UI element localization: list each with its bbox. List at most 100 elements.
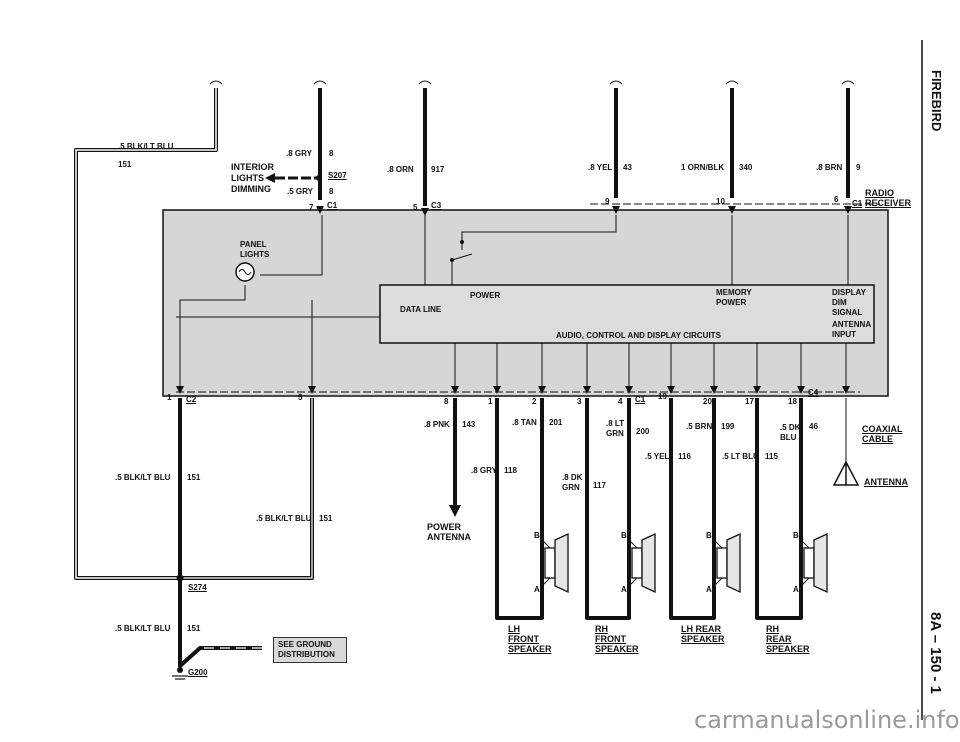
antenna-symbol (832, 460, 860, 486)
rh-rear-spk-b (800, 539, 810, 549)
w-orn-gauge: .8 ORN (387, 165, 414, 174)
pin-c4-20: 20 (703, 397, 712, 406)
wire-151-outline (75, 88, 217, 579)
wire-lh-rear (669, 398, 716, 620)
c4-pin19-arrow (667, 386, 675, 394)
pin-c4-2: 2 (532, 397, 537, 406)
power-antenna-label: POWER ANTENNA (427, 522, 471, 542)
w-brn-gauge: .8 BRN (816, 163, 843, 172)
c4-pin2-arrow (538, 386, 546, 394)
rh-rear-speaker (803, 532, 828, 594)
w-blk-top-circuit: 151 (118, 160, 132, 169)
pin-c4-18: 18 (788, 397, 797, 406)
wire-ground (178, 640, 262, 668)
circuits-box (379, 284, 875, 344)
page-number: 8A – 150 - 1 (927, 612, 944, 694)
wire-lh-front (495, 398, 544, 620)
w-dkblu-circuit: 46 (809, 422, 818, 431)
top-wire-cap-6 (841, 80, 855, 85)
w-ltblu-gauge: .5 LT BLU (722, 452, 759, 461)
pin-c3-5: 5 (413, 203, 418, 212)
lh-front-spk-a (541, 577, 551, 587)
lh-rear-spk-a (713, 577, 723, 587)
lh-front-a: A (534, 585, 540, 594)
w-orn-circuit: 917 (431, 165, 445, 174)
w-brn-199-circuit: 199 (721, 422, 735, 431)
rh-front-speaker (631, 532, 656, 594)
c2-pin5-arrow (308, 386, 316, 394)
circuits-label: AUDIO, CONTROL AND DISPLAY CIRCUITS (556, 331, 721, 340)
switch-blade (451, 253, 473, 261)
w-blk-bot-gauge: .5 BLK/LT BLU (115, 624, 171, 633)
s274-label: S274 (188, 583, 207, 592)
lh-front-speaker (544, 532, 569, 594)
antenna-input-label: ANTENNA INPUT (832, 320, 871, 339)
top-wire-cap-5 (725, 80, 739, 85)
pin-c4-1: 1 (488, 397, 493, 406)
c4-pin4-arrow (625, 386, 633, 394)
antenna-label: ANTENNA (864, 477, 908, 487)
lh-rear-speaker-label: LH REAR SPEAKER (681, 624, 725, 644)
pin-c2-5: 5 (298, 393, 303, 402)
w-pnk-gauge: .8 PNK (424, 420, 450, 429)
top-wire-cap-3 (418, 80, 432, 85)
data-line-label: DATA LINE (400, 305, 442, 314)
see-ground-callout[interactable]: SEE GROUND DISTRIBUTION (273, 637, 347, 663)
w-gry-118-gauge: .8 GRY (471, 466, 497, 475)
lh-front-speaker-label: LH FRONT SPEAKER (508, 624, 552, 654)
w-brn-199-gauge: .5 BRN (686, 422, 713, 431)
power-label: POWER (470, 291, 501, 300)
w-blk-mid-gauge: .5 BLK/LT BLU (256, 514, 312, 523)
rh-rear-spk-a (800, 577, 810, 587)
top-wire-cap-1 (209, 80, 223, 85)
lh-rear-a: A (706, 585, 712, 594)
w-pnk-circuit: 143 (462, 420, 476, 429)
panel-lights-label: PANEL LIGHTS (240, 240, 270, 259)
c4-pin3-arrow (583, 386, 591, 394)
display-dim-label: DISPLAY DIM SIGNAL (832, 288, 866, 317)
rh-front-a: A (621, 585, 627, 594)
c1-label-left: C1 (327, 201, 338, 210)
wire-rh-front (585, 398, 631, 620)
w-brn-circuit: 9 (856, 163, 861, 172)
s207-splice (316, 175, 322, 181)
g200-label: G200 (188, 668, 208, 677)
w-yel-circuit: 43 (623, 163, 632, 172)
pin-c4-3: 3 (577, 397, 582, 406)
pin-c1-9: 9 (605, 197, 610, 206)
w-gry-118-circuit: 118 (504, 466, 517, 475)
interior-label-1: INTERIOR (231, 162, 275, 172)
rh-front-spk-a (628, 577, 638, 587)
radio-receiver-label: RADIO RECEIVER (865, 188, 912, 208)
wire-151-c2-5-outline (180, 398, 313, 579)
s274-splice (176, 574, 184, 582)
w-yel-gauge: .8 YEL (588, 163, 613, 172)
c1-pin9-arrow (612, 206, 620, 214)
rh-front-spk-b (628, 539, 638, 549)
c4-pin20-arrow (710, 386, 718, 394)
interior-label-2: LIGHTS (231, 173, 264, 183)
antenna-input-arrow (842, 386, 850, 394)
pin-c4-8: 8 (444, 397, 449, 406)
w-blk-top-gauge: .5 BLK/LT BLU (118, 142, 174, 151)
lh-front-spk-b (541, 539, 551, 549)
c4-label: C4 (808, 388, 819, 397)
switch-contact (460, 240, 464, 244)
w-gry-8-top-circuit: 8 (329, 149, 334, 158)
c4-pin18-arrow (797, 386, 805, 394)
wire-rh-rear (755, 398, 803, 620)
w-orn-blk-gauge: 1 ORN/BLK (681, 163, 725, 172)
power-antenna-arrow (449, 505, 461, 517)
int-8 (260, 215, 323, 276)
w-ltblu-circuit: 115 (765, 452, 778, 461)
g200-dot (177, 667, 183, 673)
pin-c1-6: 6 (834, 195, 839, 204)
interior-label-3: DIMMING (231, 184, 271, 194)
w-gry-5-gauge: .5 GRY (287, 187, 313, 196)
w-ltgrn-gauge: .8 LT GRN (606, 419, 625, 438)
bulb-filament (238, 269, 252, 275)
w-ltgrn-circuit: 200 (636, 427, 650, 436)
lh-rear-spk-b (713, 539, 723, 549)
lh-front-b: B (534, 531, 540, 540)
